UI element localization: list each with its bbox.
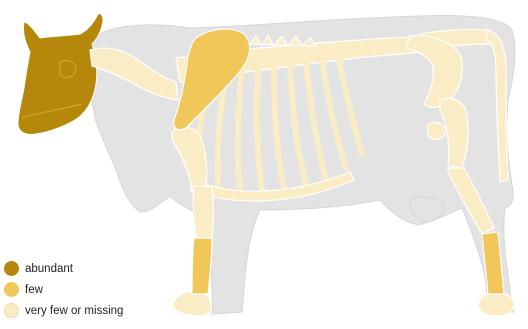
front-metacarpal: [192, 238, 212, 294]
legend-swatch-few: [4, 282, 19, 297]
patella: [428, 122, 446, 139]
legend-item-abundant: abundant: [4, 258, 123, 279]
legend-item-very-few: very few or missing: [4, 300, 123, 321]
legend-swatch-very-few: [4, 303, 19, 318]
radius-ulna: [193, 186, 213, 238]
legend: abundant few very few or missing: [4, 258, 123, 321]
legend-label: few: [25, 284, 43, 296]
front-phalanges: [172, 291, 212, 316]
hind-phalanges: [478, 291, 514, 316]
legend-label: very few or missing: [25, 305, 123, 317]
legend-label: abundant: [25, 263, 73, 275]
legend-item-few: few: [4, 279, 123, 300]
skull: [18, 14, 103, 135]
legend-swatch-abundant: [4, 261, 19, 276]
